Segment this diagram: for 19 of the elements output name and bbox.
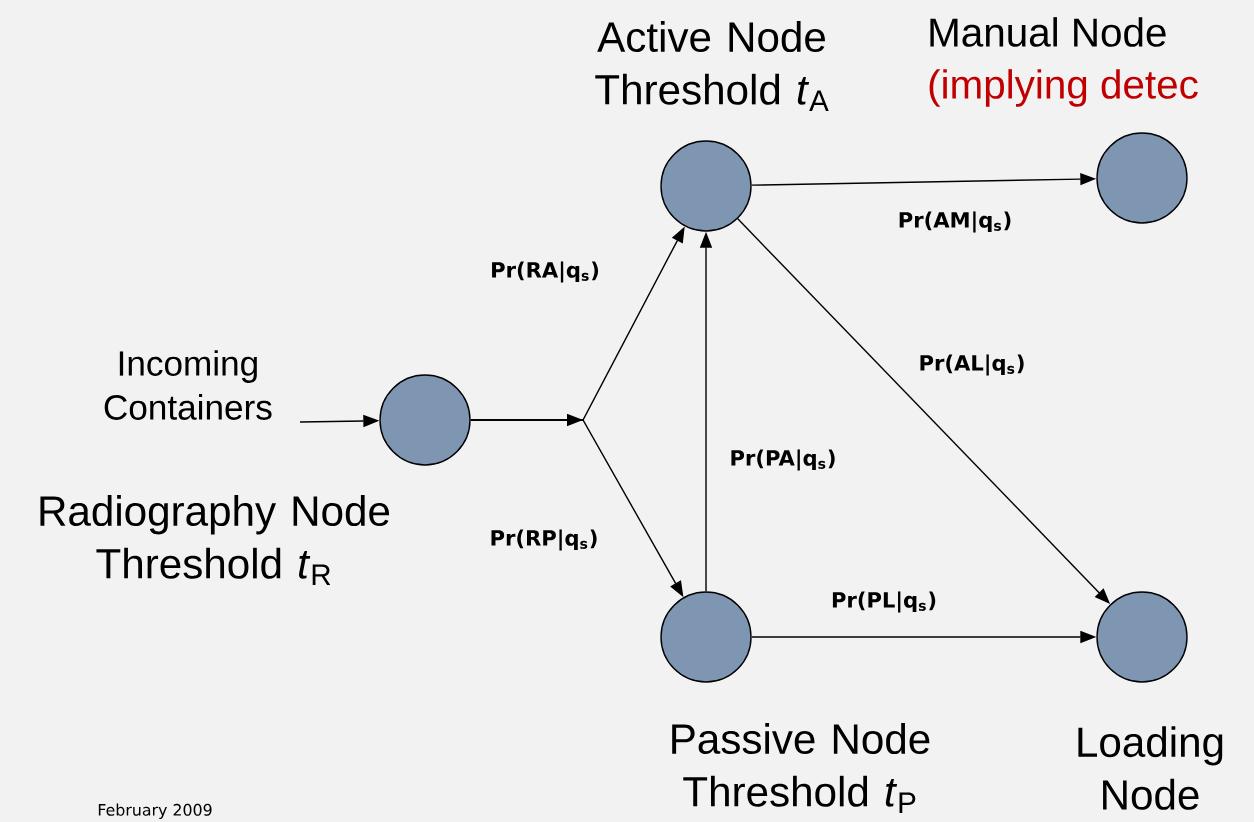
edge-label: Pr(PA|q$_{s}$) [731,449,835,471]
node-caption: Passive Node Threshold t$_{P}$ [672,723,930,813]
edge-label: Pr(RP|q$_{s}$) [491,529,597,551]
node-caption: (implying detec [929,69,1198,107]
node-caption: Loading Node [1078,726,1223,810]
footer-date: February 2009 [98,803,212,819]
node-circle [660,591,752,683]
edge-label: Pr(AM|q$_{s}$) [899,211,1011,233]
node-circle [660,140,752,232]
node-circle [1096,591,1188,683]
node-circle [379,374,471,466]
edge-label: Pr(AL|q$_{s}$) [920,354,1024,376]
edge-label: Pr(PL|q$_{s}$) [832,591,936,613]
node-circle [1096,132,1188,224]
node-caption: Manual Node [930,17,1166,47]
edge-label: Pr(RA|q$_{s}$) [492,261,599,283]
text-label: Incoming Containers [104,350,272,420]
node-caption: Active Node Threshold t$_{A}$ [595,21,829,111]
node-caption: Radiography Node Threshold t$_{R}$ [40,495,390,585]
